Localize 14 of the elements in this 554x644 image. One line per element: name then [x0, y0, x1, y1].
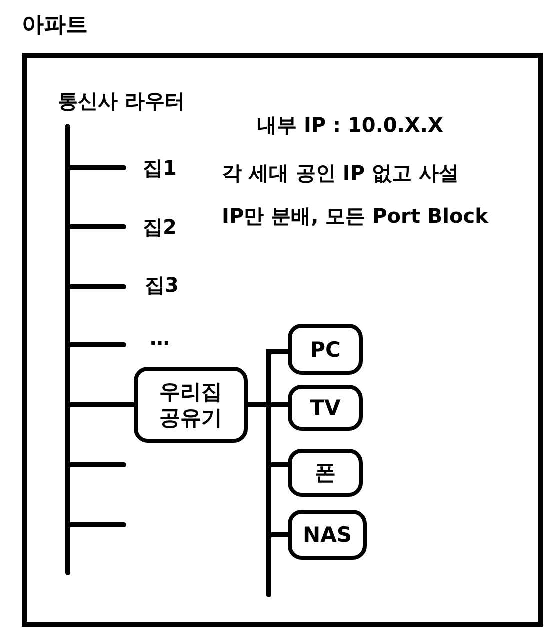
router-box: 우리집 공유기	[134, 367, 248, 443]
device-box: TV	[288, 385, 363, 431]
house-label: 집1	[143, 156, 177, 180]
house-label: 집2	[143, 215, 177, 239]
ellipsis-label: …	[150, 326, 170, 350]
frame-title: 아파트	[22, 14, 88, 38]
bus-line	[66, 124, 70, 576]
note-text: 내부 IP : 10.0.X.X	[257, 113, 444, 137]
house-label: 집3	[145, 273, 179, 297]
router-label: 통신사 라우터	[58, 89, 185, 113]
device-box: PC	[288, 324, 363, 375]
device-box: NAS	[288, 510, 367, 560]
device-box: 폰	[288, 449, 363, 497]
note-text: 각 세대 공인 IP 없고 사설 IP만 분배, 모든 Port Block	[222, 160, 490, 230]
